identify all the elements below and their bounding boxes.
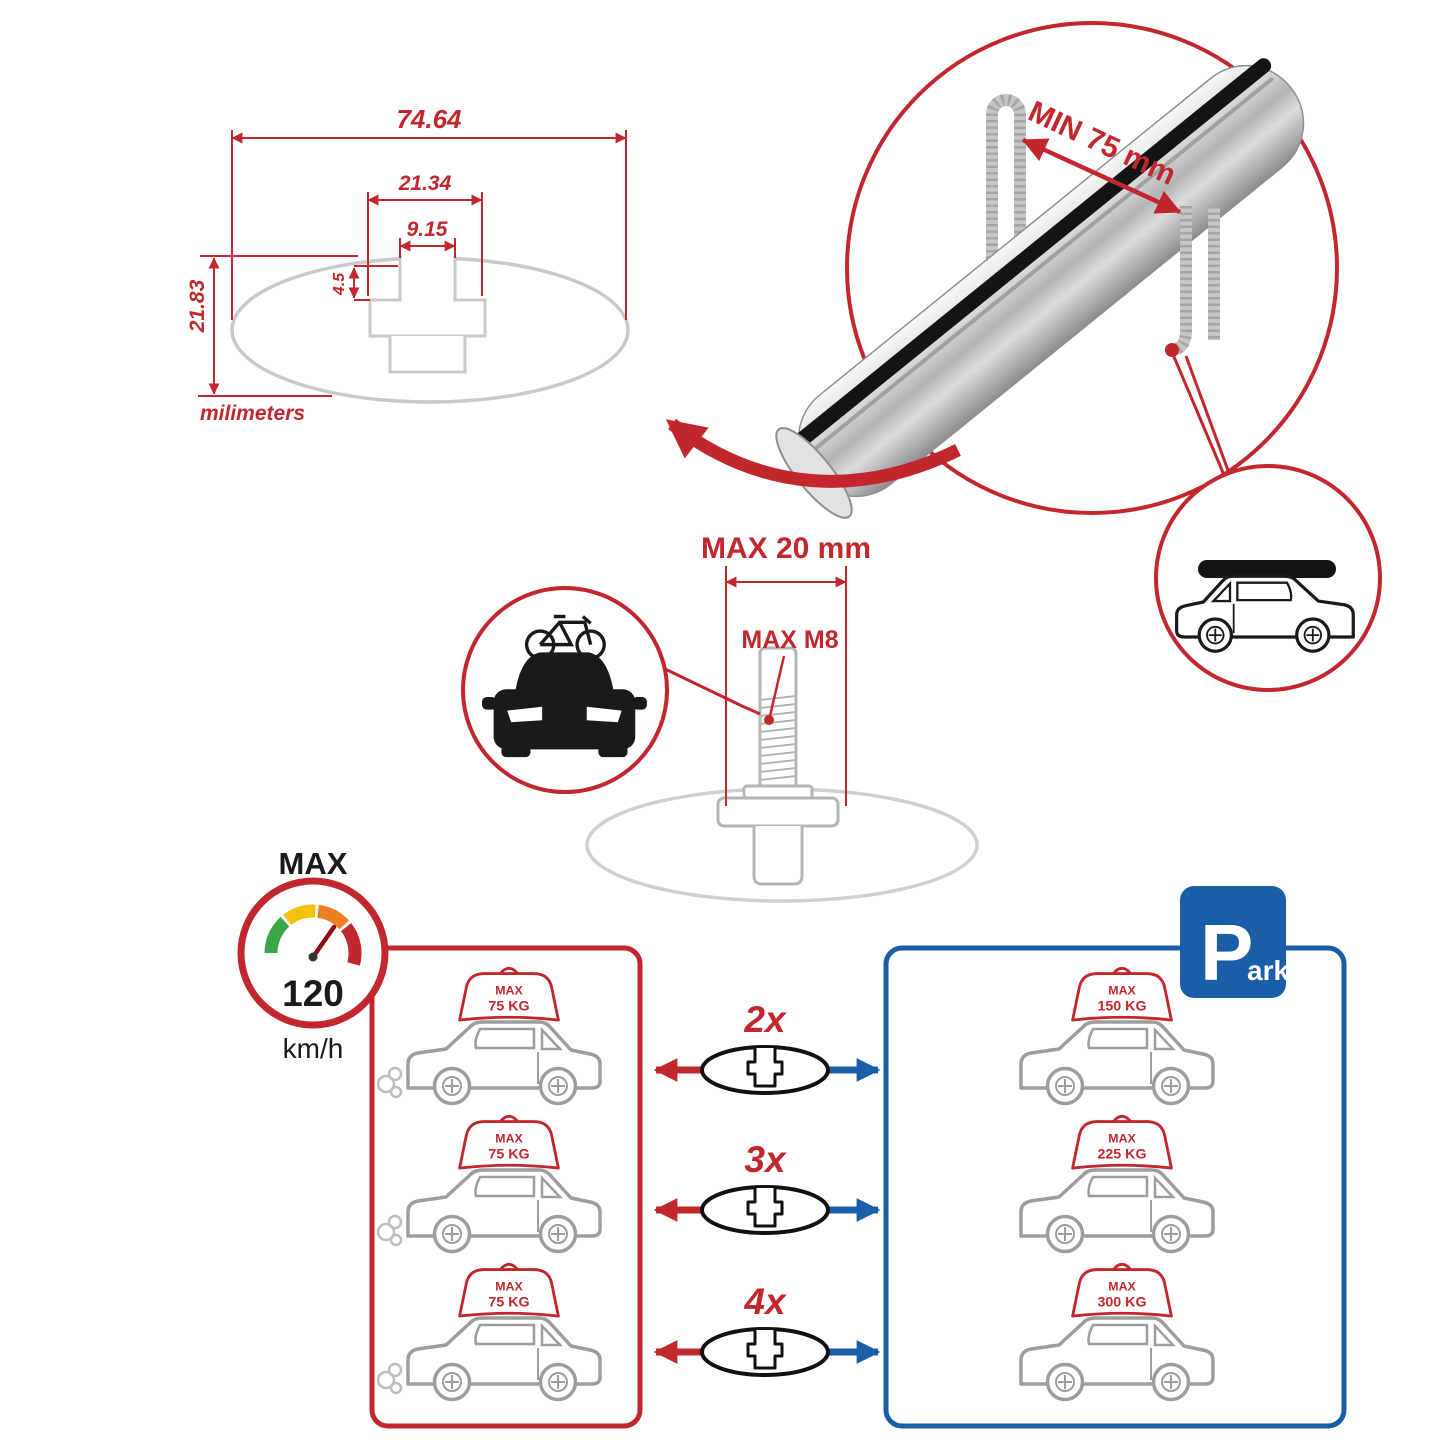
bar-count-label: 4x [743,1281,787,1322]
bolt-spec-diagram: MAX 20 mm MAX M8 [585,532,979,903]
cargo-bag: MAX 75 KG [458,1114,560,1170]
inset-connector-lines [1170,351,1231,476]
bag-weight-label: 225 KG [1097,1147,1146,1163]
bag-max-label: MAX [1108,983,1136,997]
roof-box [1198,560,1336,578]
t-nut-stem [752,826,804,886]
clamp-strap-left [986,94,1026,285]
static-car-row: MAX 150 KG [1019,966,1215,1106]
min-grip-arrow [1021,137,1182,215]
car-front-with-bike [482,614,647,758]
gauge-needle [310,924,337,960]
bag-weight-label: 75 KG [488,1147,529,1163]
dynamic-car-row: MAX 75 KG [376,966,602,1106]
dimension-lines [198,130,627,397]
static-car-row: MAX 300 KG [1019,1262,1215,1402]
max-clamp-dimension [725,566,847,806]
cargo-bag: MAX 75 KG [458,966,560,1022]
speed-limit-gauge: MAX 120 km/h [237,846,389,1064]
bar-count-label: 2x [743,999,787,1040]
clamp-bolt [716,646,840,886]
cargo-bag: MAX 225 KG [1071,1114,1173,1170]
bike-rack-inset [461,586,761,794]
bag-weight-label: 300 KG [1097,1295,1146,1311]
suv-roofbox-inset [1154,464,1382,692]
bag-max-label: MAX [1108,1131,1136,1145]
channel-width-dimension-label: 9.15 [407,218,448,241]
dynamic-car-row: MAX 75 KG [376,1262,602,1402]
profile-pointer-arrow [665,418,961,488]
crossbar-profile-icon [700,1327,830,1377]
headlight-left [507,706,543,723]
gauge-hub [308,952,318,962]
headlight-right [586,706,622,723]
inset-connector-line [662,666,761,716]
bolt-washer [742,784,814,800]
gauge-arc [264,904,362,966]
thread-leader-line [768,655,786,717]
width-dimension-label: 74.64 [396,104,462,134]
bag-max-label: MAX [495,1279,523,1293]
cargo-bag: MAX 150 KG [1071,966,1173,1022]
speed-value: 120 [282,973,344,1014]
static-load-panel: MAX 150 KG MAX 225 KG MAX 300 KG [883,945,1347,1429]
speed-max-label: MAX [279,846,348,881]
bag-max-label: MAX [1108,1279,1136,1293]
park-sign-p: P [1200,908,1253,997]
max-thread-label: MAX M8 [741,626,838,654]
static-car-row: MAX 225 KG [1019,1114,1215,1254]
crossbar-detail-view: MIN 75 mm [665,21,1339,519]
bar-count-row: 3x [653,1139,881,1235]
bag-weight-label: 150 KG [1097,999,1146,1015]
cargo-bag: MAX 75 KG [458,1262,560,1318]
park-sign: P ark [1180,886,1289,998]
bag-weight-label: 75 KG [488,1295,529,1311]
park-sign-ark: ark [1247,955,1289,986]
lip-depth-dimension-label: 4.5 [331,272,348,296]
car-front-body [482,652,647,758]
dynamic-car-row: MAX 75 KG [376,1114,602,1254]
bar-count-row: 2x [653,999,881,1095]
crossbar-profile-diagram: 74.64 21.34 9.15 4.5 21.83 milimeters [186,104,630,425]
bag-max-label: MAX [495,1131,523,1145]
park-sign-board [1180,886,1286,998]
profile-boss [388,336,467,374]
dynamic-load-panel: MAX 75 KG MAX 75 KG MAX 75 KG [369,945,643,1429]
speed-units-label: km/h [283,1033,344,1064]
height-dimension-label: 21.83 [186,279,209,333]
clamp-plate [716,796,840,828]
bar-count-label: 3x [744,1139,787,1180]
max-clamp-label: MAX 20 mm [701,532,871,565]
thread-callout-dot [764,715,774,725]
clamp-strap-right [1169,206,1220,356]
callout-dot [1165,343,1179,357]
bag-weight-label: 75 KG [488,999,529,1015]
profile-t-slot [368,256,487,338]
bar-count-row: 4x [653,1281,881,1377]
crossbar-profile-icon [700,1045,830,1095]
cargo-bag: MAX 300 KG [1071,1262,1173,1318]
slot-width-dimension-label: 21.34 [398,172,452,195]
crossbar-profile-icon [700,1185,830,1235]
bolt-threads [759,695,797,781]
units-label: milimeters [200,402,305,425]
bag-max-label: MAX [495,983,523,997]
bar-quantity-column: 2x 3x 4x [653,999,881,1377]
